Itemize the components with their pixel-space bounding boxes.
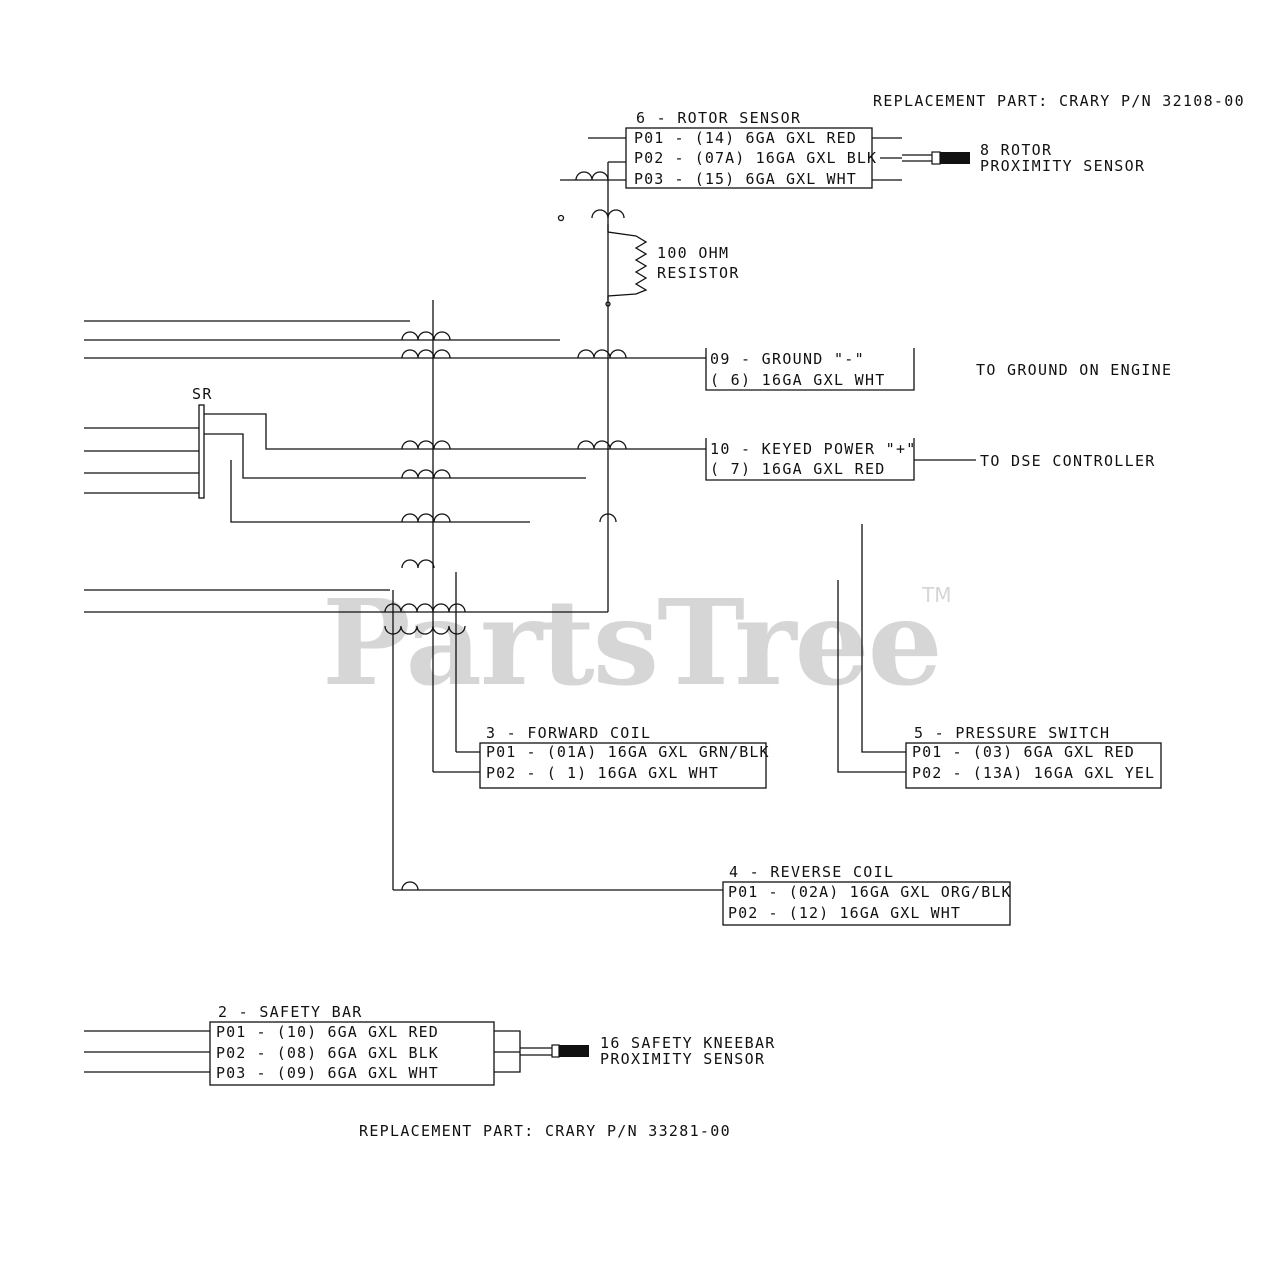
safety-bar-row-3: P03 - (09) 6GA GXL WHT xyxy=(216,1064,439,1082)
ground-destination: TO GROUND ON ENGINE xyxy=(976,361,1172,379)
forward-coil-box xyxy=(479,742,767,789)
watermark-logo: PartsTree xyxy=(322,573,941,712)
sr-label: SR xyxy=(192,385,213,403)
wiring-lines xyxy=(84,137,976,1073)
kneebar-proximity-sensor-icon xyxy=(551,1044,560,1058)
keyed-power-destination: TO DSE CONTROLLER xyxy=(980,452,1156,470)
rotor-prox-label-2: PROXIMITY SENSOR xyxy=(980,157,1145,175)
ground-label-2: ( 6) 16GA GXL WHT xyxy=(710,371,886,389)
rotor-proximity-sensor-body xyxy=(940,152,970,164)
rotor-sensor-row-3: P03 - (15) 6GA GXL WHT xyxy=(634,170,857,188)
ground-bracket xyxy=(705,348,915,391)
forward-coil-title: 3 - FORWARD COIL xyxy=(486,724,651,742)
safety-bar-row-2: P02 - (08) 6GA GXL BLK xyxy=(216,1044,439,1062)
forward-coil-row-2: P02 - ( 1) 16GA GXL WHT xyxy=(486,764,719,782)
rotor-sensor-box xyxy=(625,127,873,189)
rotor-proximity-sensor-icon xyxy=(931,151,941,165)
kneebar-label-1: 16 SAFETY KNEEBAR xyxy=(600,1034,776,1052)
kneebar-label-2: PROXIMITY SENSOR xyxy=(600,1050,765,1068)
rotor-sensor-row-2: P02 - (07A) 16GA GXL BLK xyxy=(634,149,877,167)
forward-coil-row-1: P01 - (01A) 16GA GXL GRN/BLK xyxy=(486,743,770,761)
reverse-coil-title: 4 - REVERSE COIL xyxy=(729,863,894,881)
resistor-label-2: RESISTOR xyxy=(657,264,740,282)
replacement-part-top: REPLACEMENT PART: CRARY P/N 32108-00 xyxy=(873,92,1245,110)
pressure-switch-row-2: P02 - (13A) 16GA GXL YEL xyxy=(912,764,1155,782)
pressure-switch-title: 5 - PRESSURE SWITCH xyxy=(914,724,1110,742)
safety-bar-box xyxy=(209,1021,495,1086)
pressure-switch-box xyxy=(905,742,1162,789)
rotor-sensor-row-1: P01 - (14) 6GA GXL RED xyxy=(634,129,857,147)
rotor-prox-label-1: 8 ROTOR xyxy=(980,141,1052,159)
kneebar-proximity-sensor-body xyxy=(559,1045,589,1057)
resistor-label-1: 100 OHM xyxy=(657,244,729,262)
safety-bar-title: 2 - SAFETY BAR xyxy=(218,1003,363,1021)
keyed-power-label-2: ( 7) 16GA GXL RED xyxy=(710,460,886,478)
component-boxes xyxy=(209,127,1162,1086)
pressure-switch-row-1: P01 - (03) 6GA GXL RED xyxy=(912,743,1135,761)
replacement-part-bottom: REPLACEMENT PART: CRARY P/N 33281-00 xyxy=(359,1122,731,1140)
ground-label-1: 09 - GROUND "-" xyxy=(710,350,865,368)
reverse-coil-row-2: P02 - (12) 16GA GXL WHT xyxy=(728,904,961,922)
reverse-coil-box xyxy=(722,881,1011,926)
keyed-power-bracket xyxy=(705,438,915,481)
safety-bar-row-1: P01 - (10) 6GA GXL RED xyxy=(216,1023,439,1041)
reverse-coil-row-1: P01 - (02A) 16GA GXL ORG/BLK xyxy=(728,883,1012,901)
keyed-power-label-1: 10 - KEYED POWER "+" xyxy=(710,440,917,458)
watermark-trademark: TM xyxy=(921,583,951,607)
rotor-sensor-title: 6 - ROTOR SENSOR xyxy=(636,109,801,127)
sr-connector xyxy=(198,404,205,499)
